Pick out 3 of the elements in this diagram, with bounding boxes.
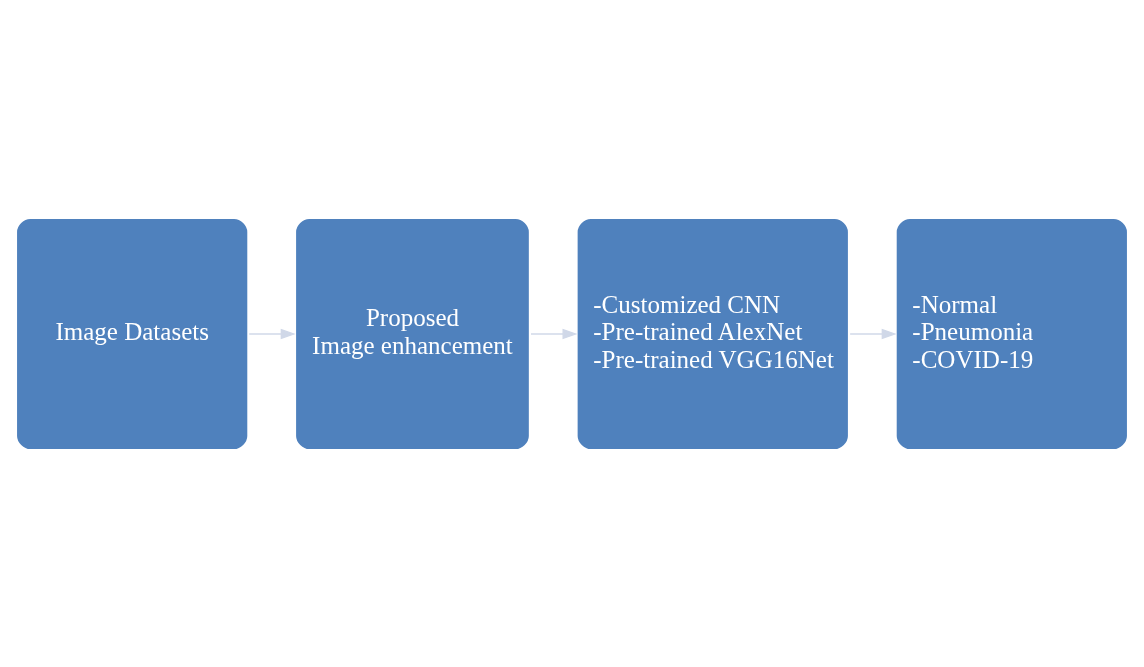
arrow xyxy=(248,328,296,339)
arrow xyxy=(530,328,578,339)
arrow xyxy=(849,328,897,339)
